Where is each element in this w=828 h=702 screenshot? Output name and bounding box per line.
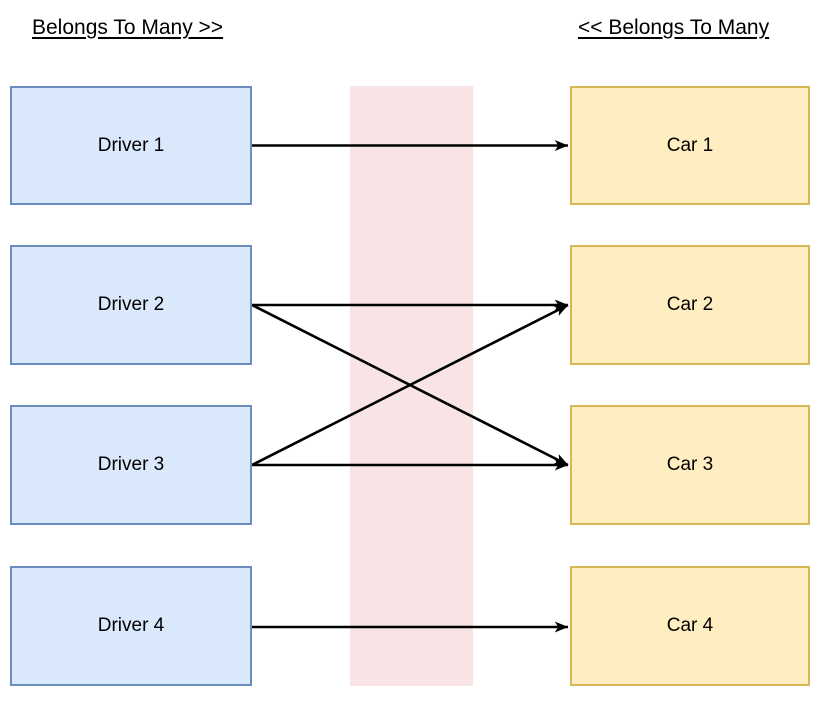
node-label: Car 3	[666, 454, 714, 475]
node-label: Driver 3	[97, 454, 165, 475]
node-driver-2[interactable]: Driver 2	[10, 245, 252, 365]
right-relationship-label: << Belongs To Many	[578, 16, 770, 39]
node-car-3[interactable]: Car 3	[570, 405, 810, 525]
left-relationship-label: Belongs To Many >>	[32, 16, 224, 39]
node-label: Car 1	[666, 134, 714, 156]
node-car-1[interactable]: Car 1	[570, 86, 810, 205]
join-table-band	[350, 86, 473, 686]
node-driver-3[interactable]: Driver 3	[10, 405, 252, 525]
node-driver-1[interactable]: Driver 1	[10, 86, 252, 205]
node-label: Driver 4	[97, 615, 165, 636]
node-car-4[interactable]: Car 4	[570, 566, 810, 686]
node-car-2[interactable]: Car 2	[570, 245, 810, 365]
node-label: Driver 2	[97, 294, 165, 315]
node-label: Car 4	[666, 615, 714, 636]
node-label: Driver 1	[97, 134, 165, 156]
node-label: Car 2	[666, 294, 714, 315]
node-driver-4[interactable]: Driver 4	[10, 566, 252, 686]
